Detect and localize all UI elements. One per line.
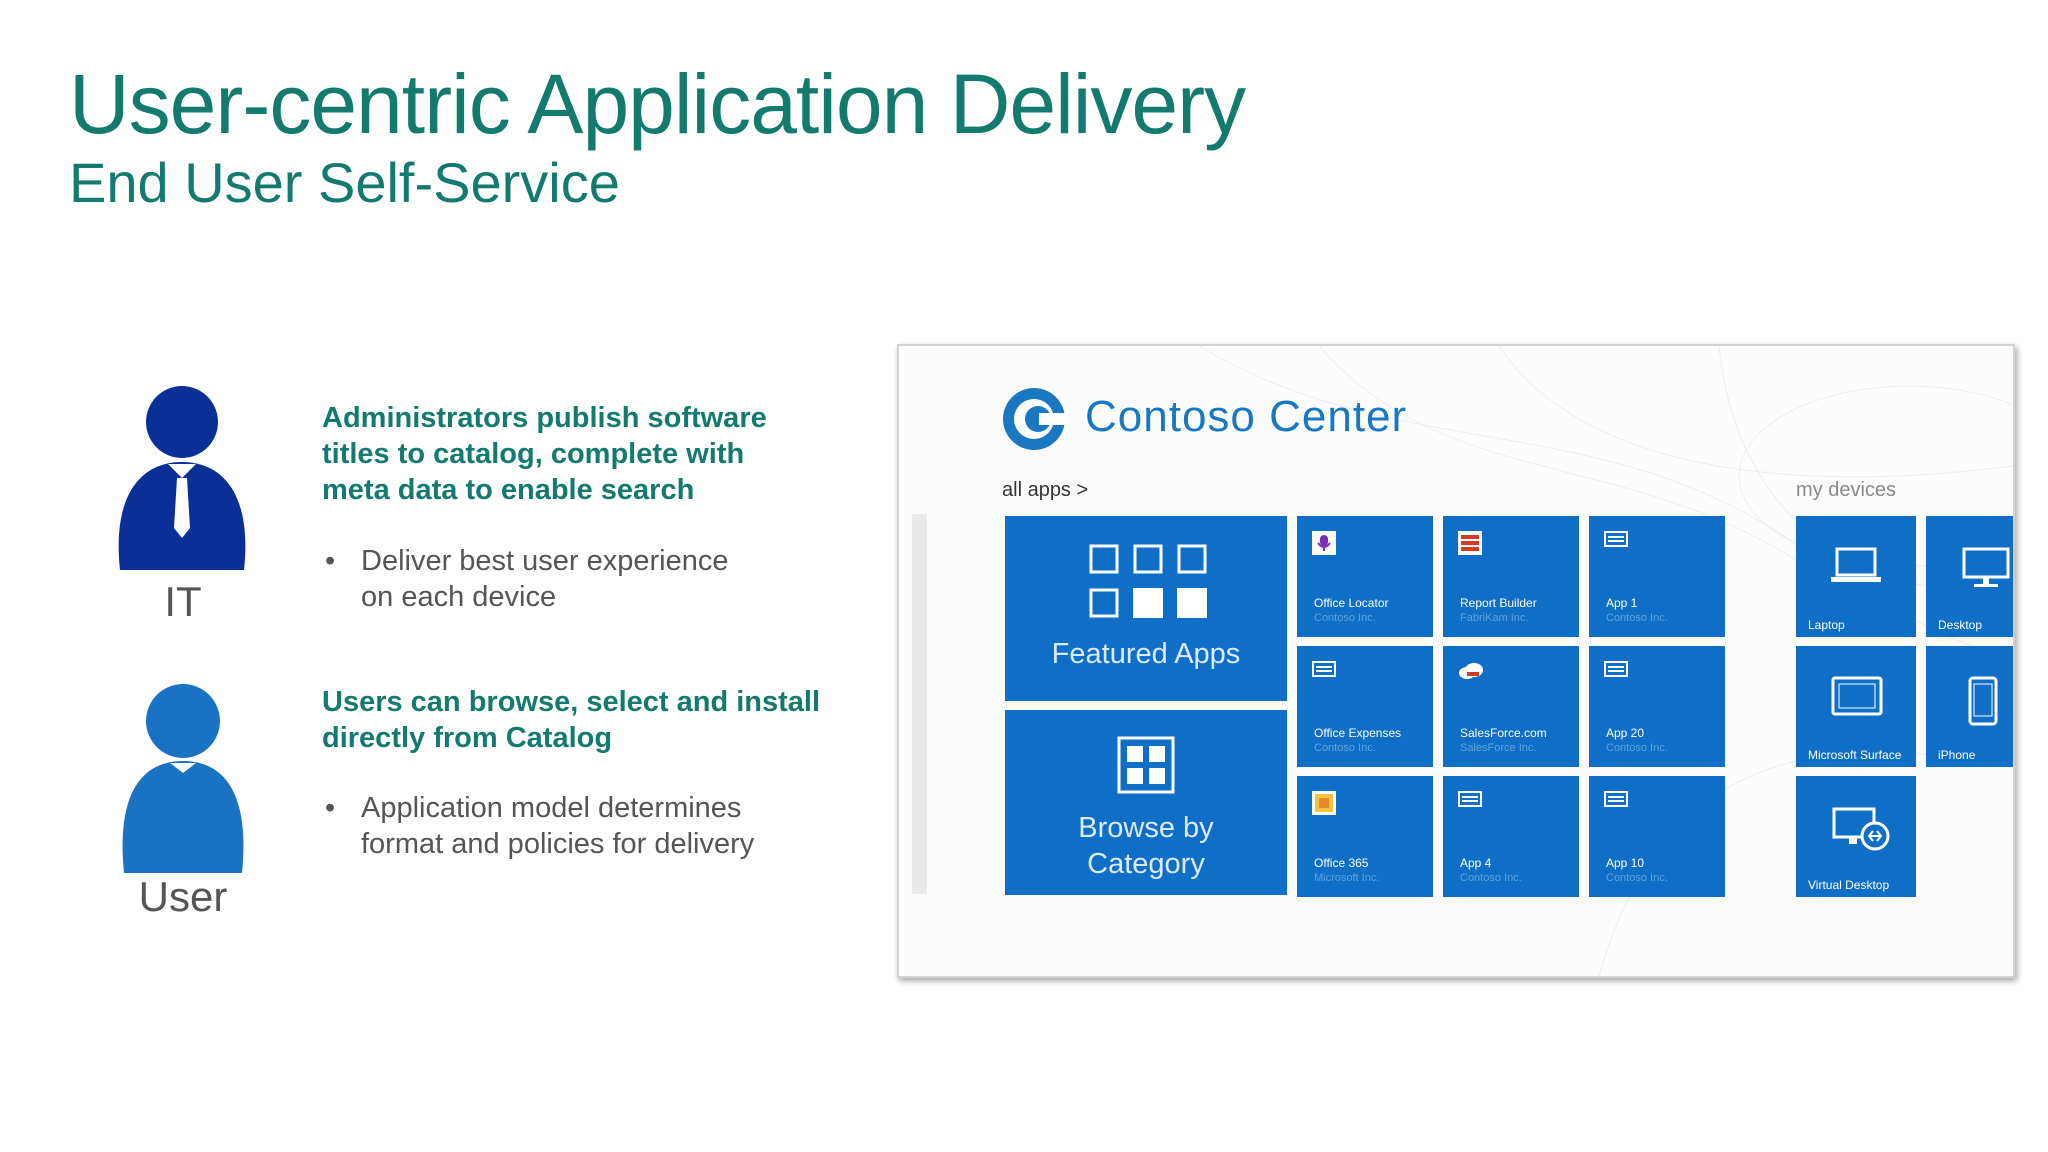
desktop-icon bbox=[1962, 547, 2010, 587]
microphone-icon bbox=[1312, 531, 1336, 555]
device-name: Laptop bbox=[1808, 618, 1845, 632]
device-tile[interactable]: Laptop bbox=[1796, 516, 1916, 637]
user-bullet: • Application model determines format an… bbox=[325, 790, 755, 862]
app-name: App 4 bbox=[1460, 856, 1492, 870]
app-publisher: Contoso Inc. bbox=[1606, 612, 1668, 624]
app-name: App 1 bbox=[1606, 596, 1638, 610]
user-label: User bbox=[138, 873, 228, 920]
browse-label-line: Browse by bbox=[1078, 812, 1214, 844]
app-publisher: SalesForce Inc. bbox=[1460, 742, 1537, 754]
browse-by-category-tile[interactable]: Browse by Category bbox=[1005, 710, 1287, 895]
browse-label-line: Category bbox=[1087, 848, 1205, 880]
app-publisher: Contoso Inc. bbox=[1314, 612, 1376, 624]
app-name: Report Builder bbox=[1460, 596, 1537, 610]
slide-title: User-centric Application Delivery bbox=[69, 57, 1246, 151]
featured-grid-icon bbox=[1089, 544, 1207, 618]
device-name: iPhone bbox=[1938, 748, 1976, 762]
app-name: App 10 bbox=[1606, 856, 1645, 870]
it-heading-line: meta data to enable search bbox=[322, 474, 695, 506]
app-tile[interactable]: Office Expenses Contoso Inc. bbox=[1297, 646, 1433, 767]
report-icon bbox=[1458, 531, 1482, 555]
app-tile[interactable]: Office Locator Contoso Inc. bbox=[1297, 516, 1433, 637]
scrollbar[interactable] bbox=[912, 514, 927, 894]
app-name: Office Expenses bbox=[1314, 726, 1402, 740]
device-tile[interactable]: iPhone bbox=[1926, 646, 2013, 767]
app-publisher: Microsoft Inc. bbox=[1314, 872, 1380, 884]
it-heading-line: titles to catalog, complete with bbox=[322, 438, 745, 470]
cloud-icon bbox=[1459, 663, 1483, 679]
slide-subtitle: End User Self-Service bbox=[69, 151, 620, 214]
app-name: Office Locator bbox=[1314, 596, 1389, 610]
device-tile[interactable]: Microsoft Surface bbox=[1796, 646, 1916, 767]
app-tile[interactable]: App 1 Contoso Inc. bbox=[1589, 516, 1725, 637]
keyboard-icon bbox=[1604, 791, 1628, 807]
user-heading-line: Users can browse, select and install bbox=[322, 686, 821, 718]
it-heading-line: Administrators publish software bbox=[322, 402, 767, 434]
user-heading: Users can browse, select and install dir… bbox=[322, 684, 820, 756]
keyboard-icon bbox=[1312, 661, 1336, 677]
browse-by-category-label: Browse by Category bbox=[1005, 810, 1287, 882]
phone-icon bbox=[1968, 676, 1998, 726]
device-name: Desktop bbox=[1938, 618, 1983, 632]
it-bullet: • Deliver best user experience on each d… bbox=[325, 543, 729, 615]
all-apps-link[interactable]: all apps > bbox=[1002, 479, 1089, 501]
user-persona bbox=[118, 683, 248, 878]
it-persona bbox=[112, 386, 252, 575]
it-label: IT bbox=[164, 578, 202, 625]
user-bullet-line: format and policies for delivery bbox=[361, 828, 755, 860]
it-bullet-line: on each device bbox=[361, 581, 557, 613]
app-publisher: Contoso Inc. bbox=[1606, 872, 1668, 884]
my-devices-link[interactable]: my devices bbox=[1796, 479, 1897, 501]
app-tile[interactable]: App 20 Contoso Inc. bbox=[1589, 646, 1725, 767]
keyboard-icon bbox=[1604, 531, 1628, 547]
app-publisher: Contoso Inc. bbox=[1460, 872, 1522, 884]
bullet-glyph: • bbox=[325, 792, 336, 824]
app-tile[interactable]: Office 365 Microsoft Inc. bbox=[1297, 776, 1433, 897]
app-tile[interactable]: App 10 Contoso Inc. bbox=[1589, 776, 1725, 897]
keyboard-icon bbox=[1458, 791, 1482, 807]
contoso-center-screenshot: Contoso Center all apps > my devices Fea… bbox=[897, 344, 2015, 978]
it-heading: Administrators publish software titles t… bbox=[322, 400, 767, 508]
app-publisher: Contoso Inc. bbox=[1314, 742, 1376, 754]
user-person-icon bbox=[122, 684, 244, 873]
app-name: SalesForce.com bbox=[1460, 726, 1547, 740]
bullet-glyph: • bbox=[325, 545, 336, 577]
device-tile[interactable]: Virtual Desktop bbox=[1796, 776, 1916, 897]
tablet-icon bbox=[1831, 676, 1883, 716]
keyboard-icon bbox=[1604, 661, 1628, 677]
it-bullet-line: Deliver best user experience bbox=[361, 545, 729, 577]
category-grid-icon bbox=[1117, 736, 1175, 794]
app-name: App 20 bbox=[1606, 726, 1645, 740]
user-bullet-line: Application model determines bbox=[361, 792, 742, 824]
app-tile[interactable]: Report Builder FabriKam Inc. bbox=[1443, 516, 1579, 637]
featured-apps-tile[interactable]: Featured Apps bbox=[1005, 516, 1287, 701]
administrator-person-icon bbox=[118, 386, 246, 570]
laptop-icon bbox=[1831, 547, 1881, 582]
featured-apps-label: Featured Apps bbox=[1051, 638, 1241, 670]
app-title: Contoso Center bbox=[1085, 392, 1408, 441]
app-tile[interactable]: SalesForce.com SalesForce Inc. bbox=[1443, 646, 1579, 767]
virtual-desktop-icon bbox=[1832, 807, 1890, 851]
app-publisher: Contoso Inc. bbox=[1606, 742, 1668, 754]
office-icon bbox=[1312, 791, 1336, 815]
app-tile[interactable]: App 4 Contoso Inc. bbox=[1443, 776, 1579, 897]
app-publisher: FabriKam Inc. bbox=[1460, 612, 1529, 624]
device-tile[interactable]: Desktop bbox=[1926, 516, 2013, 637]
device-name: Virtual Desktop bbox=[1808, 878, 1890, 892]
device-name: Microsoft Surface bbox=[1808, 748, 1902, 762]
app-name: Office 365 bbox=[1314, 856, 1369, 870]
user-heading-line: directly from Catalog bbox=[322, 722, 613, 754]
contoso-logo-icon bbox=[1003, 388, 1067, 450]
